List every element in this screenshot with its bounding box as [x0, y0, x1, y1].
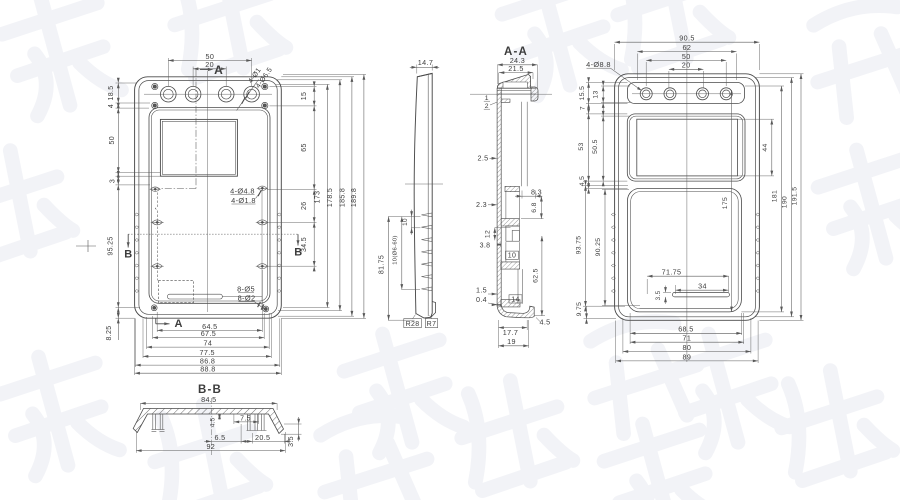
- svg-text:21.5: 21.5: [508, 64, 523, 73]
- svg-text:17.7: 17.7: [503, 328, 518, 337]
- svg-text:65: 65: [301, 143, 308, 152]
- svg-text:64.5: 64.5: [202, 322, 217, 331]
- svg-text:90.25: 90.25: [595, 238, 602, 257]
- svg-text:80: 80: [683, 343, 692, 352]
- svg-text:90.5: 90.5: [679, 34, 694, 43]
- svg-text:62.5: 62.5: [532, 268, 539, 283]
- svg-text:12: 12: [484, 230, 491, 238]
- svg-text:26: 26: [301, 202, 308, 211]
- svg-text:84.5: 84.5: [201, 395, 216, 404]
- svg-text:9.75: 9.75: [576, 302, 583, 317]
- svg-text:71: 71: [683, 334, 692, 343]
- svg-text:4.5: 4.5: [539, 318, 550, 327]
- svg-text:24.3: 24.3: [510, 56, 525, 65]
- svg-text:8-Ø2: 8-Ø2: [238, 294, 256, 303]
- svg-text:4: 4: [108, 104, 115, 108]
- svg-text:185.8: 185.8: [339, 188, 346, 207]
- svg-text:4.5: 4.5: [579, 176, 586, 187]
- svg-text:A: A: [214, 63, 223, 77]
- svg-text:77.5: 77.5: [200, 348, 215, 357]
- svg-text:50: 50: [682, 52, 691, 61]
- svg-text:18.5: 18.5: [108, 85, 115, 100]
- svg-text:8-Ø5: 8-Ø5: [237, 285, 255, 294]
- svg-text:4-Ø1.8: 4-Ø1.8: [231, 196, 256, 205]
- svg-text:19: 19: [507, 337, 516, 346]
- svg-text:50: 50: [109, 136, 116, 145]
- svg-text:3.8: 3.8: [480, 243, 491, 250]
- svg-text:4.5: 4.5: [210, 417, 217, 427]
- svg-text:68.5: 68.5: [678, 325, 693, 334]
- svg-text:34.5: 34.5: [301, 237, 308, 252]
- svg-text:R28: R28: [406, 321, 420, 328]
- svg-text:3: 3: [110, 179, 117, 183]
- svg-text:14.7: 14.7: [418, 58, 433, 67]
- svg-text:93.75: 93.75: [576, 236, 583, 255]
- svg-text:53: 53: [578, 142, 585, 150]
- svg-text:173: 173: [314, 191, 321, 204]
- svg-text:81.75: 81.75: [379, 255, 386, 274]
- svg-text:50.5: 50.5: [592, 139, 599, 154]
- svg-text:7: 7: [580, 106, 587, 110]
- svg-text:B: B: [294, 247, 302, 259]
- svg-text:89: 89: [683, 352, 692, 361]
- svg-text:15: 15: [301, 92, 308, 101]
- svg-text:2.3: 2.3: [476, 200, 487, 209]
- svg-text:10: 10: [402, 218, 409, 226]
- svg-text:14: 14: [511, 296, 520, 303]
- svg-text:13: 13: [593, 90, 600, 98]
- svg-text:B: B: [124, 249, 132, 261]
- svg-text:10: 10: [508, 253, 517, 260]
- svg-text:8.3: 8.3: [531, 187, 542, 196]
- svg-text:191.5: 191.5: [791, 187, 798, 206]
- svg-text:62: 62: [683, 43, 692, 52]
- svg-text:86.8: 86.8: [200, 357, 215, 366]
- svg-text:3.5: 3.5: [655, 290, 662, 300]
- svg-text:7.5: 7.5: [240, 415, 251, 422]
- svg-text:178.5: 178.5: [327, 188, 334, 207]
- svg-text:6.5: 6.5: [214, 433, 225, 442]
- svg-text:190: 190: [782, 196, 789, 208]
- svg-text:92: 92: [206, 442, 215, 451]
- svg-text:175: 175: [722, 197, 729, 209]
- svg-text:95.25: 95.25: [108, 236, 115, 255]
- svg-text:20.5: 20.5: [255, 433, 270, 442]
- svg-text:44: 44: [762, 143, 769, 151]
- svg-text:34: 34: [698, 282, 707, 291]
- svg-text:1.5: 1.5: [476, 286, 487, 295]
- svg-text:50: 50: [206, 52, 215, 61]
- svg-text:2: 2: [485, 103, 489, 110]
- svg-text:88.8: 88.8: [200, 365, 215, 374]
- svg-text:8.25: 8.25: [106, 325, 113, 340]
- svg-text:6.8: 6.8: [531, 202, 538, 213]
- svg-text:15.5: 15.5: [579, 86, 586, 101]
- svg-text:181: 181: [772, 190, 779, 202]
- svg-text:2.5: 2.5: [477, 154, 488, 163]
- svg-text:4-Ø4.8: 4-Ø4.8: [230, 187, 255, 196]
- svg-text:74: 74: [204, 339, 213, 348]
- svg-text:0.4: 0.4: [476, 295, 487, 304]
- svg-text:20: 20: [682, 61, 691, 70]
- svg-text:189.8: 189.8: [351, 188, 358, 207]
- svg-text:1: 1: [485, 95, 489, 102]
- svg-text:20: 20: [205, 60, 214, 69]
- svg-text:A-A: A-A: [504, 46, 528, 58]
- svg-text:R7: R7: [427, 321, 437, 328]
- svg-text:3.5: 3.5: [288, 436, 295, 447]
- svg-text:10(Ø6-60): 10(Ø6-60): [393, 235, 399, 265]
- svg-text:A: A: [175, 318, 183, 330]
- svg-text:4-Ø8.8: 4-Ø8.8: [586, 60, 611, 69]
- svg-text:B-B: B-B: [198, 384, 222, 396]
- svg-text:67.5: 67.5: [201, 329, 216, 338]
- svg-text:71.75: 71.75: [662, 268, 682, 277]
